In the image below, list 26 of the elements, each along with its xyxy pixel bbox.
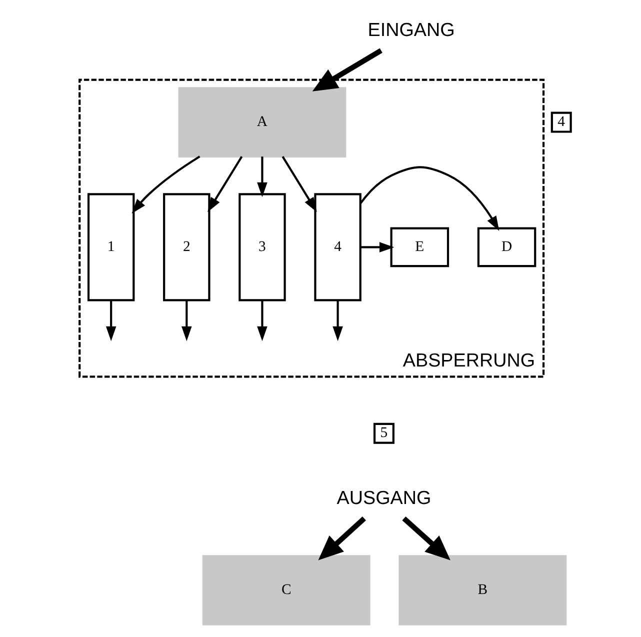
arrow [256, 156, 267, 198]
arrow [207, 156, 242, 212]
arrow [360, 242, 394, 252]
node-text: AUSGANG [336, 488, 431, 510]
node-box: D [476, 227, 536, 268]
node-box: 3 [238, 193, 286, 302]
node-box: 4 [314, 193, 361, 302]
node-box: B [398, 555, 566, 626]
arrow [402, 516, 450, 560]
arrow [256, 300, 267, 342]
node-box: C [202, 555, 370, 626]
node-box: A [178, 87, 346, 158]
arrow [332, 300, 342, 342]
arrow [318, 516, 366, 560]
arrow [281, 156, 316, 212]
node-box: 5 [372, 422, 394, 444]
arrow [131, 156, 200, 214]
node-box: 1 [86, 193, 134, 302]
node-text: EINGANG [367, 20, 454, 42]
node-box: E [390, 227, 449, 268]
arrow [181, 300, 192, 342]
arrow [105, 300, 116, 342]
node-box: 4 [550, 112, 572, 133]
node-box: 2 [162, 193, 210, 302]
arrow [359, 166, 499, 231]
arrow [312, 48, 382, 92]
